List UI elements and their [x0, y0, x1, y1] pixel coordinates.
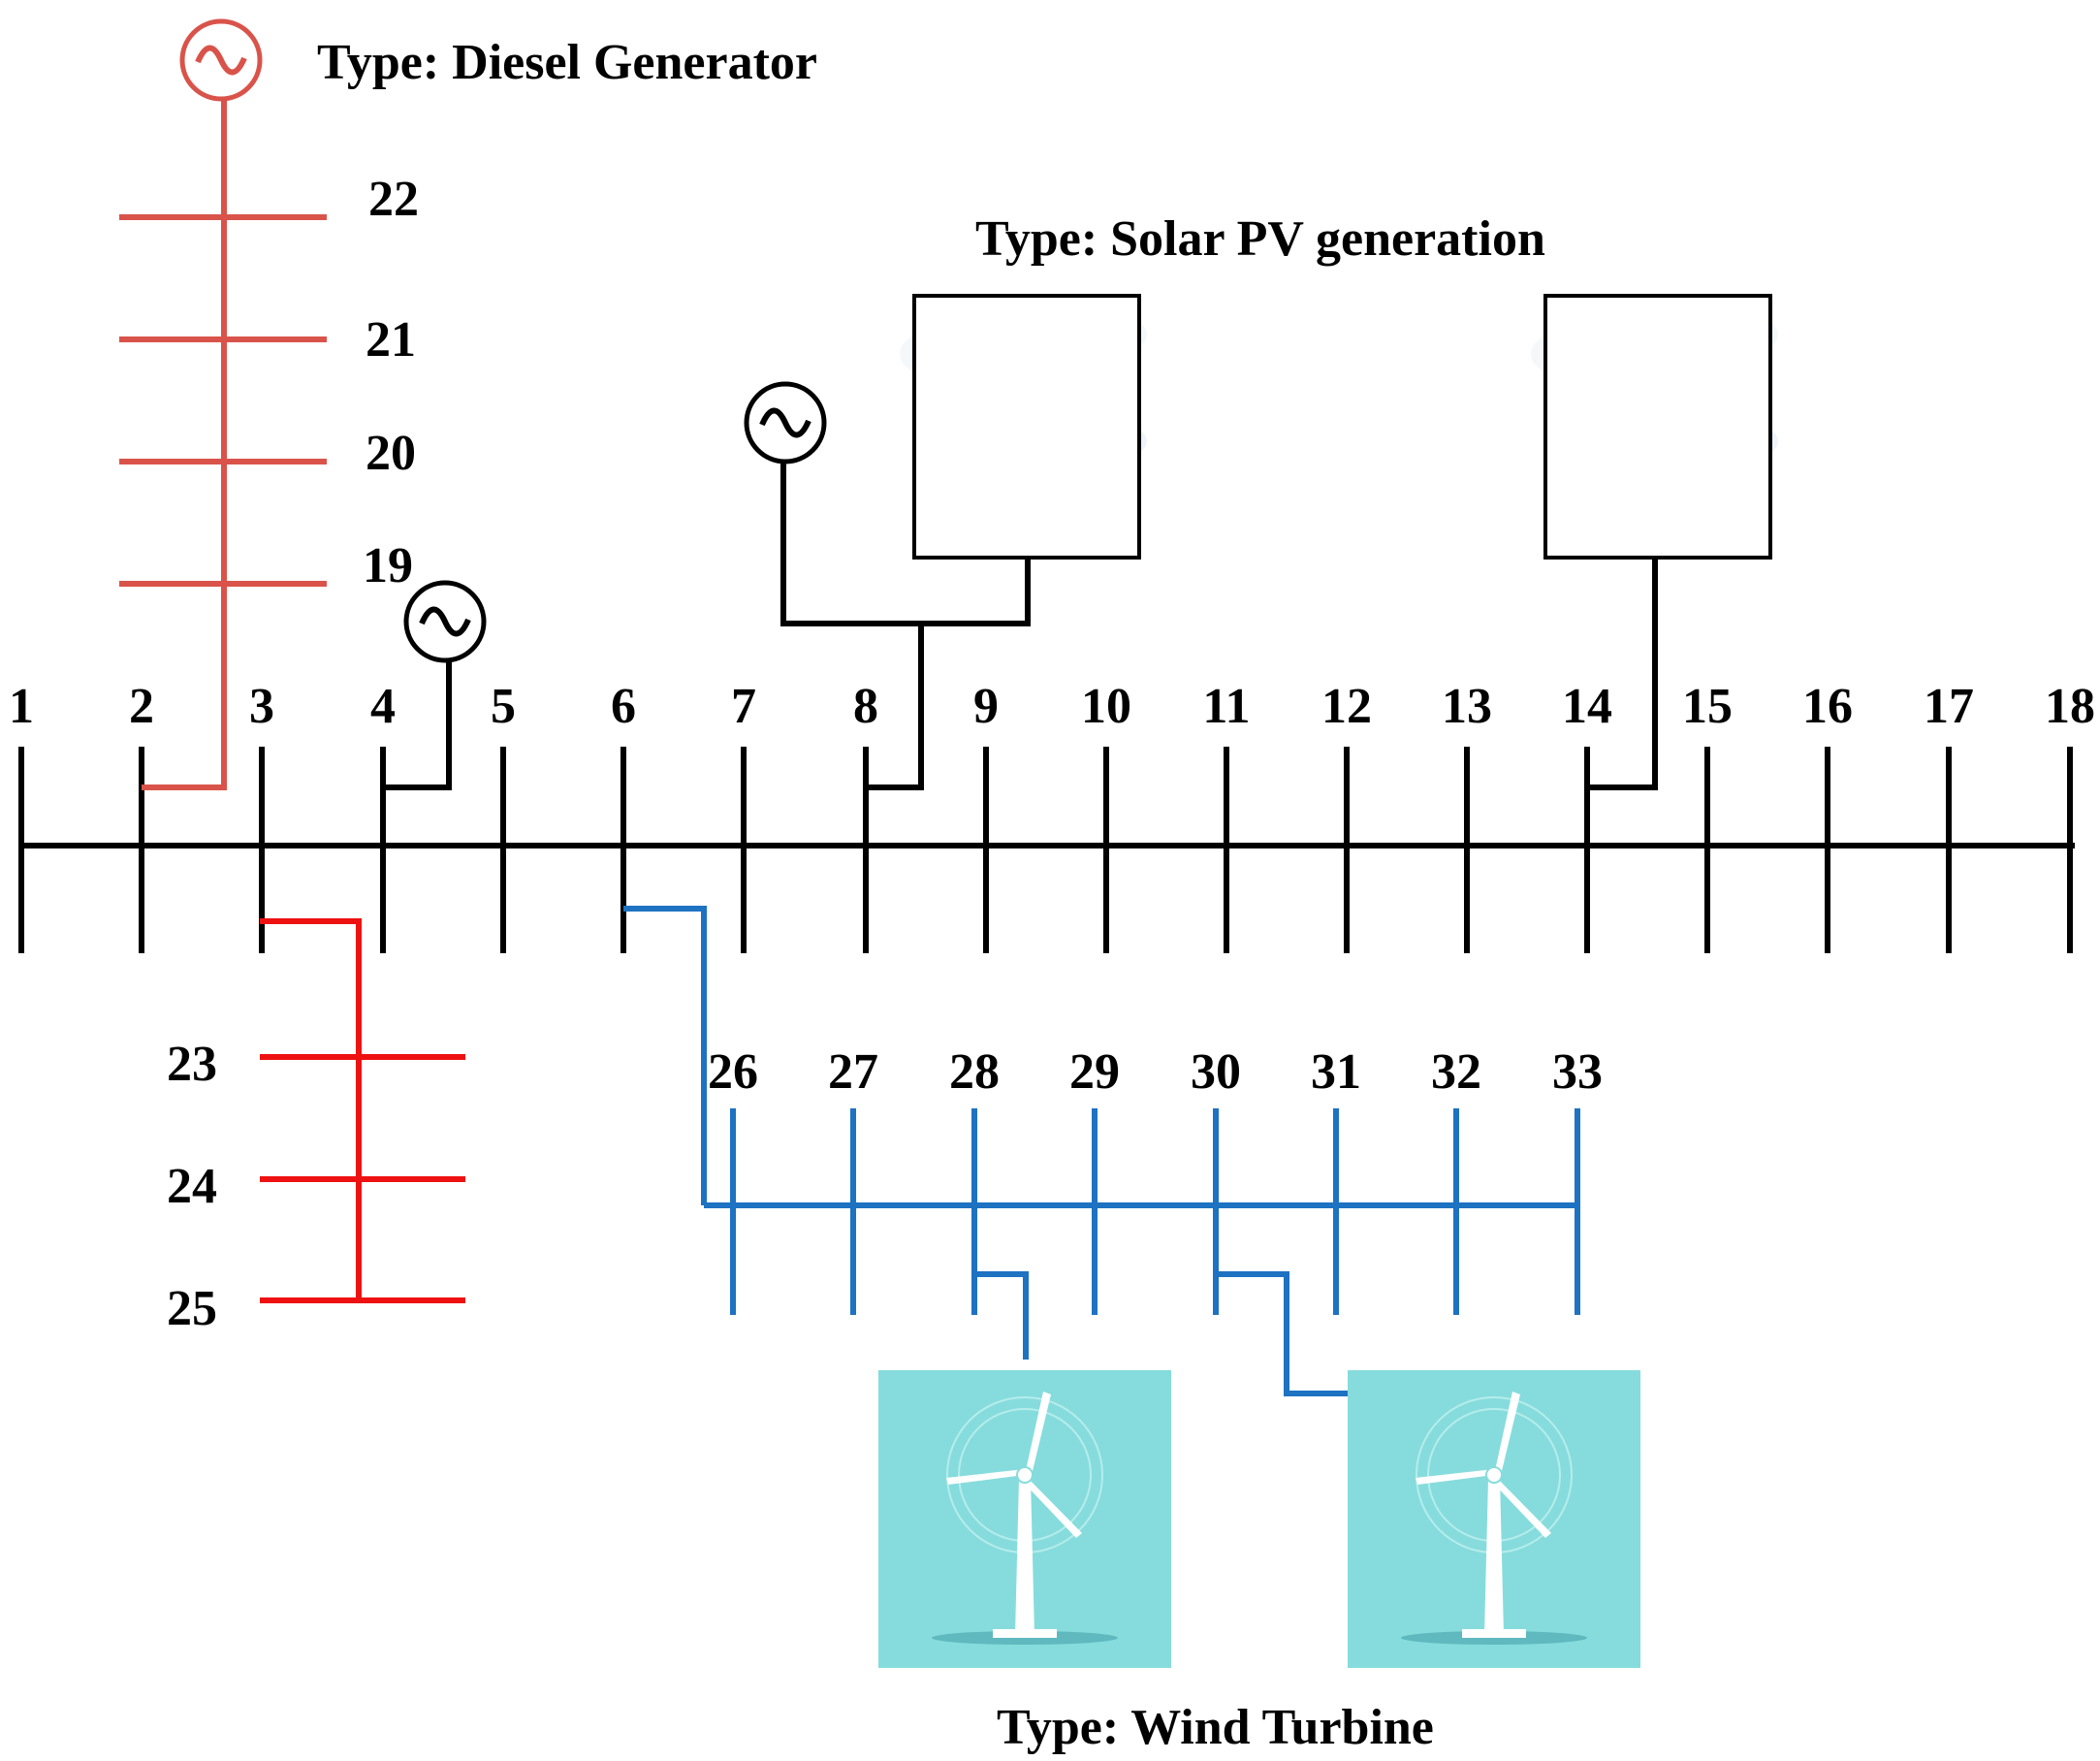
bus-label: 23	[167, 1037, 217, 1092]
bus-4-generator	[383, 580, 487, 790]
bus-label: 12	[1321, 679, 1372, 734]
solar-panel-icon	[898, 294, 1149, 560]
bus-label: 29	[1069, 1044, 1120, 1100]
bus-label: 6	[611, 679, 636, 734]
title-diesel-generator: Type: Diesel Generator	[317, 35, 817, 90]
bus-label: 4	[370, 679, 396, 734]
bus-label: 7	[731, 679, 756, 734]
bus-label: 28	[949, 1044, 1000, 1100]
bus-label: 5	[491, 679, 516, 734]
lateral-26-33-connection	[623, 906, 707, 1205]
bus-label: 30	[1191, 1044, 1241, 1100]
diesel-branch	[119, 93, 327, 790]
bus-label: 26	[708, 1044, 758, 1100]
diesel-connection-line	[142, 93, 227, 790]
bus-label: 18	[2045, 679, 2095, 734]
bus-label: 3	[249, 679, 274, 734]
bus-label: 21	[366, 312, 416, 368]
bus-14-connection	[1587, 555, 1658, 790]
bus-label: 2	[129, 679, 154, 734]
bus-label: 14	[1562, 679, 1612, 734]
bus-label: 27	[828, 1044, 878, 1100]
bus-label: 19	[363, 538, 413, 593]
wind-turbine-icon	[877, 1369, 1172, 1669]
ac-generator-icon	[744, 381, 827, 464]
title-solar-pv: Type: Solar PV generation	[975, 211, 1545, 267]
bus-label: 1	[9, 679, 34, 734]
wind-turbine-icon	[1347, 1369, 1641, 1669]
bus-label: 25	[167, 1281, 217, 1336]
bus-label: 31	[1311, 1044, 1361, 1100]
bus-14-link	[1587, 555, 1658, 790]
bus-label: 16	[1802, 679, 1853, 734]
lateral-26-33	[623, 906, 1580, 1396]
main-feeder	[18, 747, 2075, 953]
bus-label: 22	[368, 172, 419, 227]
lateral-b-labels: 26 27 28 29 30 31 32 33	[708, 1044, 1603, 1100]
bus-label: 17	[1924, 679, 1974, 734]
bus-label: 13	[1442, 679, 1492, 734]
bus-label: 9	[973, 679, 999, 734]
bus-8-upper-link	[780, 458, 1031, 626]
ac-generator-icon	[403, 580, 487, 663]
bus-label: 15	[1682, 679, 1733, 734]
lateral-23-25	[260, 918, 465, 1303]
bus-label: 33	[1552, 1044, 1603, 1100]
lateral-bus-ticks	[730, 1108, 1580, 1315]
bus-label: 20	[366, 426, 416, 481]
bus-label: 11	[1202, 679, 1250, 734]
lateral-23-25-connection	[260, 918, 362, 1299]
bus-label: 8	[853, 679, 878, 734]
solar-panel-icon	[1529, 294, 1780, 560]
bus-label: 24	[167, 1159, 217, 1214]
wind-connection-28	[974, 1271, 1029, 1360]
bus-label: 10	[1081, 679, 1131, 734]
wind-connection-30	[1216, 1271, 1348, 1396]
diesel-branch-labels: 22 21 20 19	[363, 172, 419, 593]
title-wind-turbine: Type: Wind Turbine	[997, 1700, 1434, 1755]
diesel-generator-icon	[179, 18, 263, 102]
bus-4-gen-connection	[383, 659, 452, 790]
bus-label: 32	[1431, 1044, 1481, 1100]
main-bus-ticks	[18, 747, 2073, 953]
bus-8-link	[866, 624, 924, 790]
bus-8-connection	[780, 458, 1031, 790]
lateral-a-labels: 23 24 25	[167, 1037, 217, 1336]
